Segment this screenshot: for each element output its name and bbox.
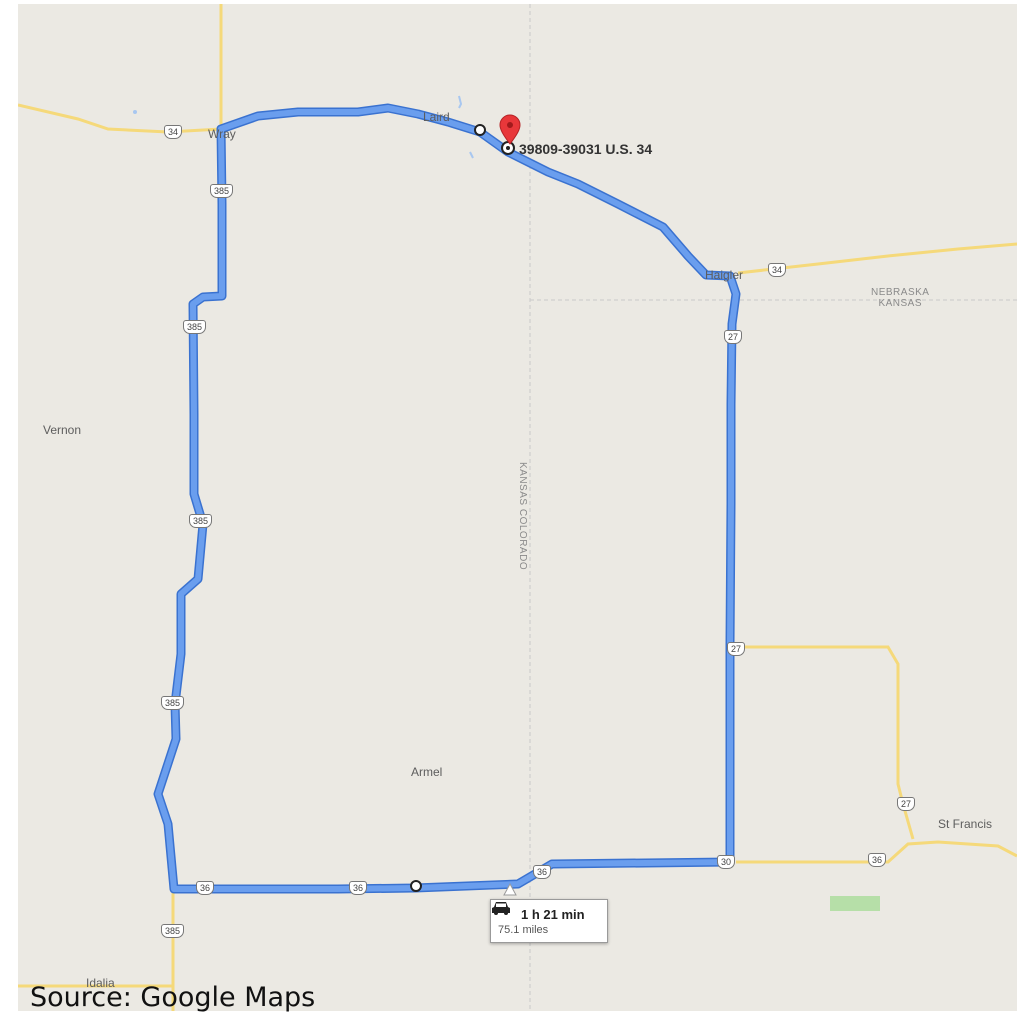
water-2 [469, 151, 474, 159]
road-us34-east [737, 242, 1017, 275]
route-box-pointer [503, 882, 517, 896]
water-1 [458, 95, 463, 109]
shield-us36-4: 36 [868, 853, 887, 867]
shield-us34-west: 34 [164, 125, 183, 139]
shield-us385-4: 385 [161, 696, 185, 710]
car-icon [492, 902, 510, 915]
shield-k27-1: 27 [724, 330, 743, 344]
route-distance: 75.1 miles [498, 924, 549, 936]
waypoint-south[interactable] [410, 880, 422, 892]
shield-us36-5: 30 [717, 855, 736, 869]
shield-us36-3: 36 [533, 865, 552, 879]
shield-us385-3: 385 [189, 514, 213, 528]
route-time: 1 h 21 min [521, 907, 585, 922]
water-3 [133, 110, 137, 114]
route-outline [153, 103, 741, 894]
state-nebraska: NEBRASKA [871, 287, 930, 298]
source-caption: Source: Google Maps [30, 982, 316, 1013]
place-idalia: Idalia [86, 976, 115, 990]
shield-us385-5: 385 [161, 924, 185, 938]
place-st-francis: St Francis [938, 817, 993, 831]
road-27-east [736, 645, 915, 840]
destination-pin-icon[interactable] [499, 114, 521, 145]
road-us34-west [18, 103, 222, 134]
state-kansas-v: KANSAS [517, 462, 528, 506]
road-us36-east [736, 840, 1017, 864]
place-vernon: Vernon [43, 423, 82, 437]
shield-us36-2: 36 [349, 881, 368, 895]
destination-label[interactable]: 39809-39031 U.S. 34 [519, 141, 653, 157]
state-label-nebraska-kansas: NEBRASKA KANSAS [871, 287, 929, 309]
shield-us34-east: 34 [768, 263, 787, 277]
state-label-kansas-colorado: KANSAS COLORADO [517, 462, 528, 570]
map-canvas[interactable]: Wray Laird Haigler Vernon Armel St Franc… [18, 4, 1017, 1011]
shield-us385-2: 385 [183, 320, 207, 334]
shield-us36-1: 36 [196, 881, 215, 895]
state-colorado: COLORADO [517, 508, 528, 571]
waypoint-laird[interactable] [474, 124, 486, 136]
shield-us385-1: 385 [210, 184, 234, 198]
shield-k27-3: 27 [897, 797, 916, 811]
place-wray: Wray [208, 127, 236, 141]
road-network [18, 4, 1017, 1011]
place-haigler: Haigler [705, 268, 744, 282]
route-summary-box[interactable]: 1 h 21 min 75.1 miles [490, 899, 608, 943]
shield-k27-2: 27 [727, 642, 746, 656]
place-laird: Laird [423, 110, 450, 124]
destination-dot-center [506, 146, 510, 150]
state-kansas-h: KANSAS [878, 298, 923, 309]
place-armel: Armel [411, 765, 443, 779]
route-line[interactable] [155, 105, 739, 892]
park-area [830, 896, 880, 911]
